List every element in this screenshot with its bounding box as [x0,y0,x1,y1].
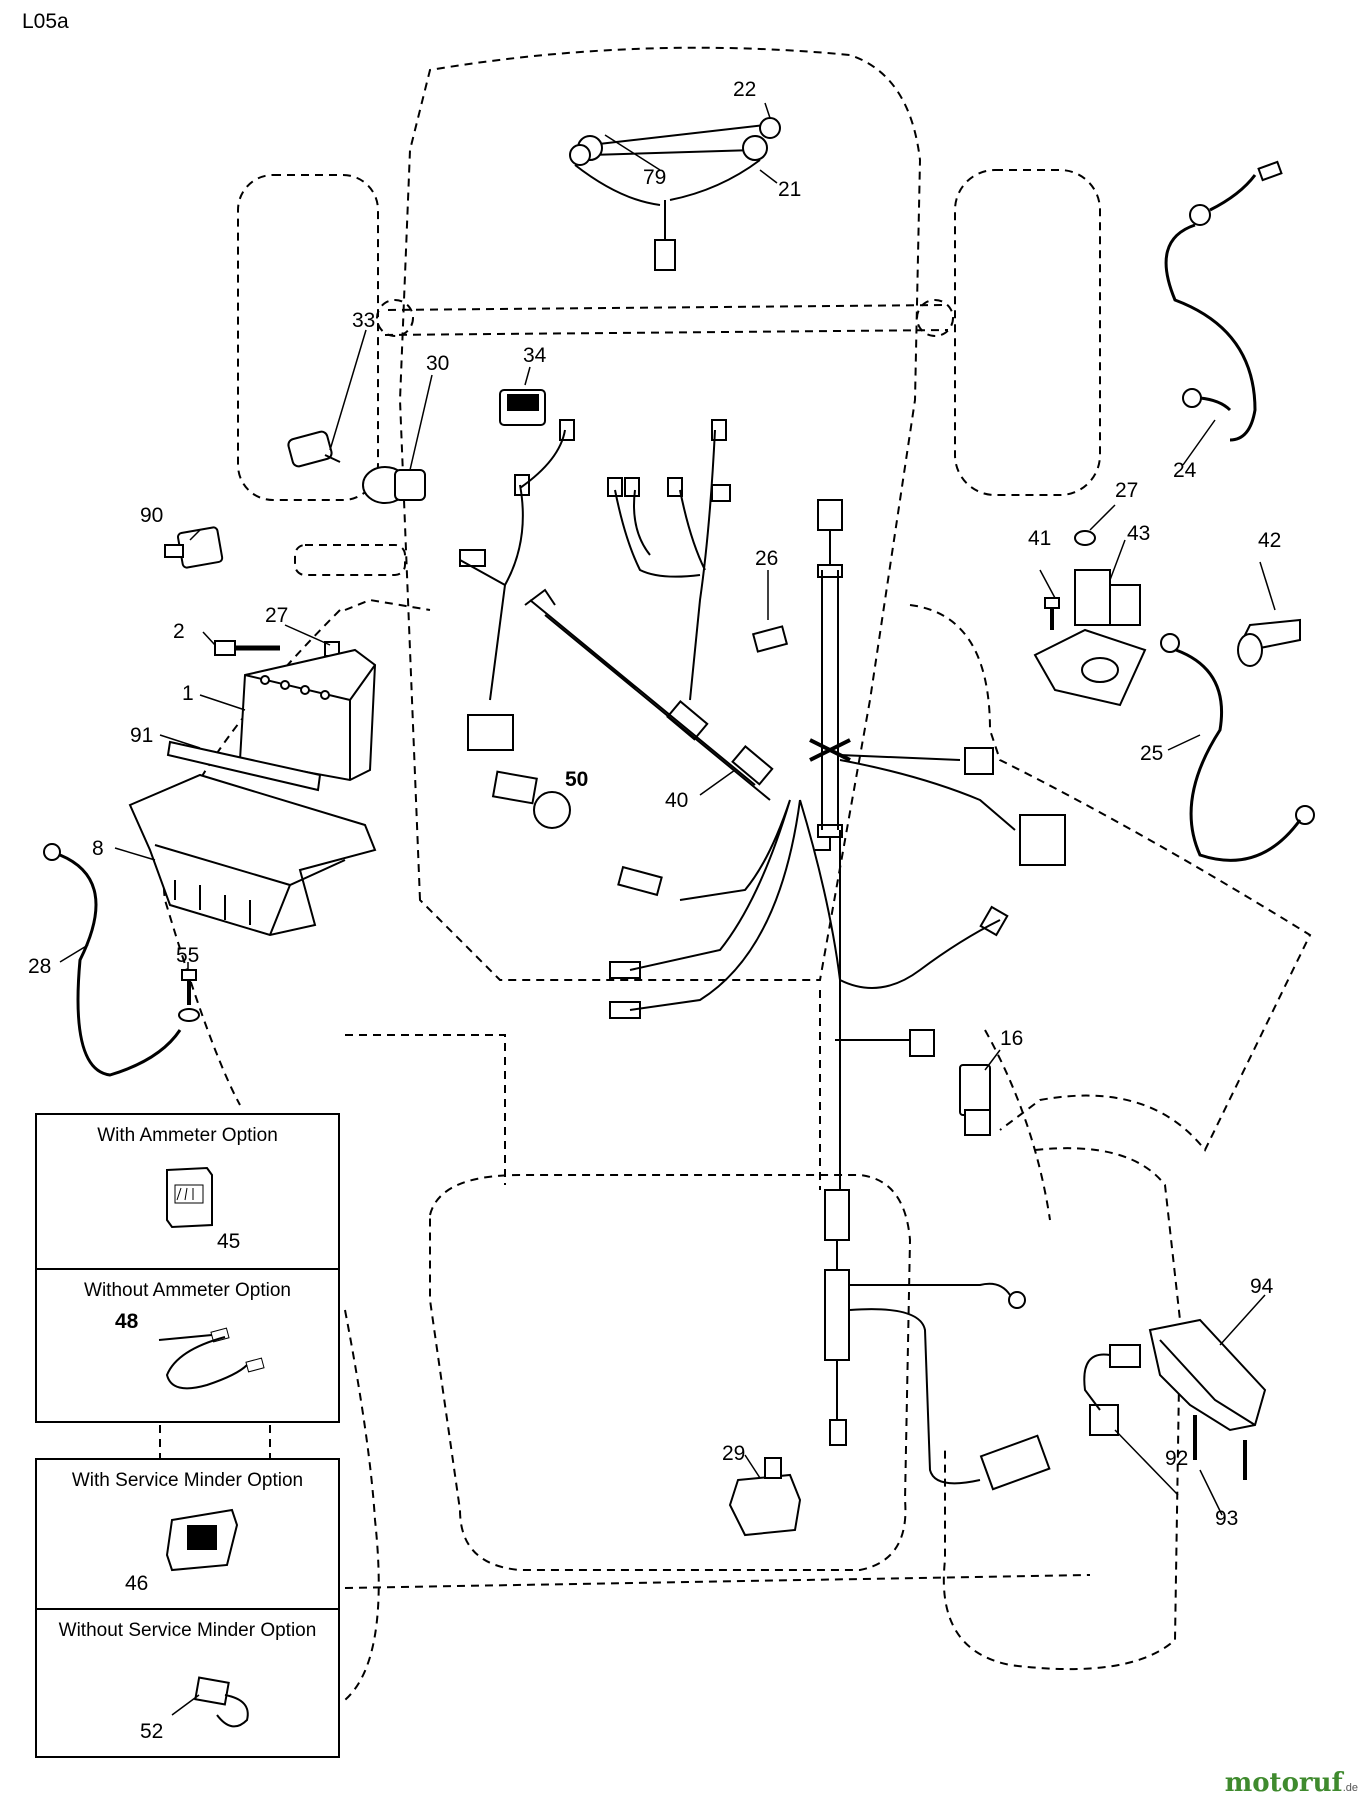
battery [238,648,377,782]
callout-16: 16 [1000,1027,1023,1050]
battery-bolt [214,640,340,657]
jumper-part-number: 48 [115,1310,139,1333]
callout-92: 92 [1165,1447,1188,1470]
brand-watermark: motoruf.de [1225,1768,1358,1798]
switch-34 [499,389,546,426]
callout-2: 2 [173,620,185,643]
service-minder-part-number: 46 [125,1572,149,1595]
without-ammeter-title: Without Ammeter Option [84,1280,291,1301]
solenoid-43 [1033,569,1147,707]
ammeter-gauge-icon [166,1166,213,1229]
battery-cable-28 [43,843,182,1077]
screw-55 [178,969,200,1022]
wire-harness [459,419,1066,1491]
plug-connector-icon [171,1676,249,1728]
callout-93: 93 [1215,1507,1238,1530]
callout-33: 33 [352,309,375,332]
battery-strap [166,740,322,792]
callout-91: 91 [130,724,153,747]
callout-30: 30 [426,352,449,375]
callout-25: 25 [1140,742,1163,765]
callout-24: 24 [1173,459,1197,482]
battery-cable-24 [1164,160,1283,442]
callout-27-left: 27 [265,604,288,627]
with-service-minder-panel: With Service Minder Option 46 [37,1460,338,1610]
service-minder-icon [165,1508,239,1572]
service-minder-option-box: With Service Minder Option 46 Without Se… [35,1458,340,1758]
callout-26: 26 [755,547,778,570]
with-ammeter-title: With Ammeter Option [97,1125,278,1146]
callout-34: 34 [523,344,547,367]
ignition-key [287,430,341,468]
callout-8: 8 [92,837,104,860]
callout-55: 55 [176,944,199,967]
callout-79: 79 [643,166,666,189]
callout-41: 41 [1028,527,1051,550]
chassis-outline [159,46,1312,1701]
module-94 [1148,1318,1267,1432]
fuse-26 [751,625,789,653]
switch-29 [728,1457,802,1537]
nut-27 [1074,530,1096,546]
screws-93 [1193,1415,1247,1480]
battery-cable-25 [1160,633,1315,862]
without-service-minder-title: Without Service Minder Option [58,1620,317,1641]
callout-94: 94 [1250,1275,1274,1298]
switch-16 [959,1064,991,1136]
jumper-wire-icon [158,1327,265,1390]
switch-50 [491,770,571,829]
battery-tray [128,773,377,937]
screw-41 [1044,597,1060,630]
brand-name: motoruf [1224,1768,1343,1798]
part-90 [164,526,224,569]
callout-40: 40 [665,789,688,812]
brand-suffix: .de [1342,1782,1358,1794]
callout-1: 1 [182,682,194,705]
harness-92 [1083,1344,1141,1436]
plug-part-number: 52 [140,1720,164,1743]
callout-50: 50 [565,768,588,791]
callout-29: 29 [722,1442,745,1465]
callout-90: 90 [140,504,163,527]
callout-28: 28 [28,955,51,978]
callout-21: 21 [778,178,801,201]
callout-43: 43 [1127,522,1150,545]
callout-42: 42 [1258,529,1281,552]
with-service-minder-title: With Service Minder Option [71,1470,304,1491]
leader-lines [59,102,1276,1516]
page-code: L05a [22,10,69,33]
ammeter-part-number: 45 [217,1230,241,1253]
callout-27-right: 27 [1115,479,1138,502]
callouts: 22 79 21 33 30 34 90 2 27 1 91 8 28 55 2… [28,78,1281,1530]
ignition-switch [362,466,426,504]
terminal-boot-42 [1237,618,1301,667]
without-service-minder-panel: Without Service Minder Option 52 [37,1610,338,1760]
headlight-assembly [569,117,781,271]
parts [43,117,1315,1537]
ammeter-option-box: With Ammeter Option 45 Without Ammeter O… [35,1113,340,1423]
callout-22: 22 [733,78,756,101]
without-ammeter-panel: Without Ammeter Option 48 [37,1270,338,1425]
with-ammeter-panel: With Ammeter Option 45 [37,1115,338,1270]
